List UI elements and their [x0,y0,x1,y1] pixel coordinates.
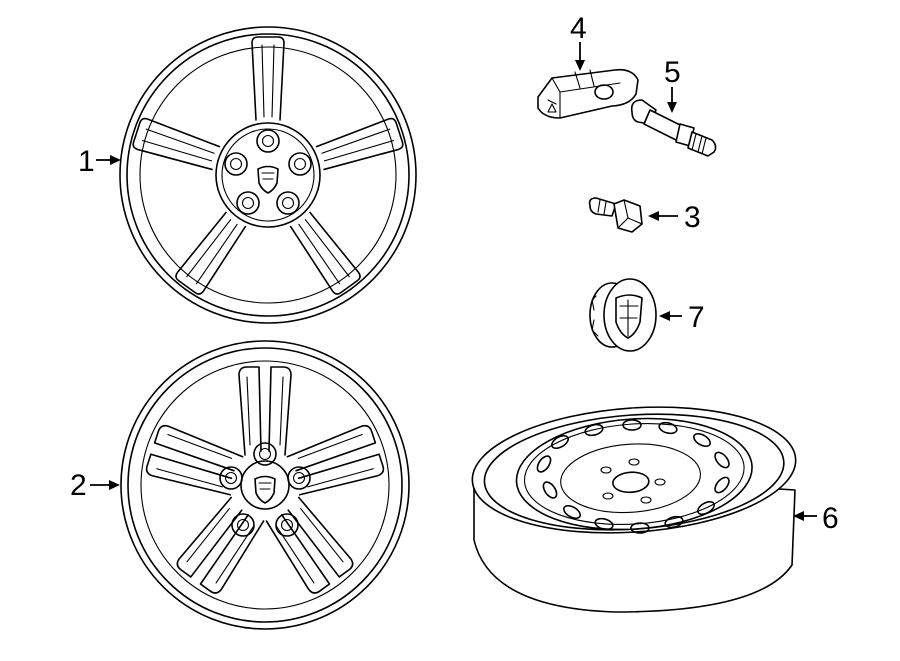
callout-2: 2 [70,469,120,502]
callout-5-label: 5 [664,56,681,89]
callout-2-label: 2 [70,469,87,502]
spare-wheel [471,406,797,613]
wheel-1-alloy-five-spoke [119,26,417,324]
callout-5: 5 [664,56,681,113]
callout-4: 4 [570,12,587,71]
callout-3-label: 3 [684,201,701,234]
callout-4-label: 4 [570,12,587,45]
wheel-2-alloy-double-spoke [120,340,410,630]
tpms-sensor [537,68,639,119]
valve-stem [630,99,717,157]
center-cap [589,278,657,352]
spare-wheel-slots [536,419,730,534]
callout-6-label: 6 [822,502,839,535]
callout-6: 6 [793,502,839,535]
callout-1: 1 [78,145,121,178]
callout-7: 7 [659,301,705,334]
valve-bolt [588,197,643,233]
callout-7-label: 7 [688,301,705,334]
callout-1-label: 1 [78,145,95,178]
callout-3: 3 [648,201,701,234]
